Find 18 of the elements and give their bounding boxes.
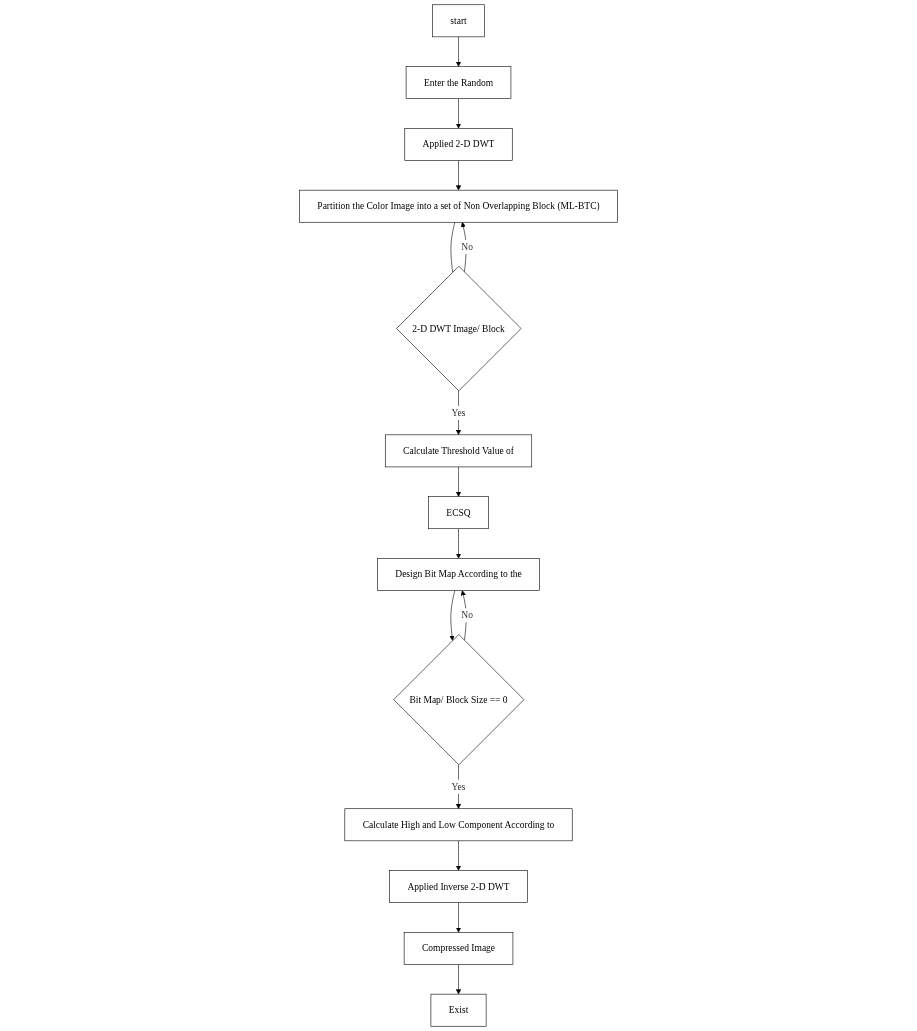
node-box: Exist xyxy=(430,993,487,1027)
node-box: Calculate High and Low Component According to xyxy=(344,808,573,842)
node-diamond: Bit Map/ Block Size == 0 xyxy=(393,634,525,766)
node-diamond: 2-D DWT Image/ Block xyxy=(396,265,522,392)
edge-label: Yes xyxy=(451,781,466,792)
node-box: Calculate Threshold Value of xyxy=(384,434,533,468)
node-box: Enter the Random xyxy=(405,66,512,99)
node-box: Applied Inverse 2-D DWT xyxy=(389,870,528,903)
node-box: Applied 2-D DWT xyxy=(404,128,513,161)
node-box: ECSQ xyxy=(428,496,489,530)
edge-label: No xyxy=(461,241,473,252)
node-box: Compressed Image xyxy=(403,932,514,965)
edge-label: Yes xyxy=(451,407,466,418)
edge-label: No xyxy=(461,609,473,621)
node-box: start xyxy=(432,4,485,38)
node-box: Design Bit Map According to the xyxy=(377,558,540,591)
node-box: Partition the Color Image into a set of Non Overlapping Block (ML-BTC) xyxy=(299,189,618,223)
connector xyxy=(450,221,456,273)
